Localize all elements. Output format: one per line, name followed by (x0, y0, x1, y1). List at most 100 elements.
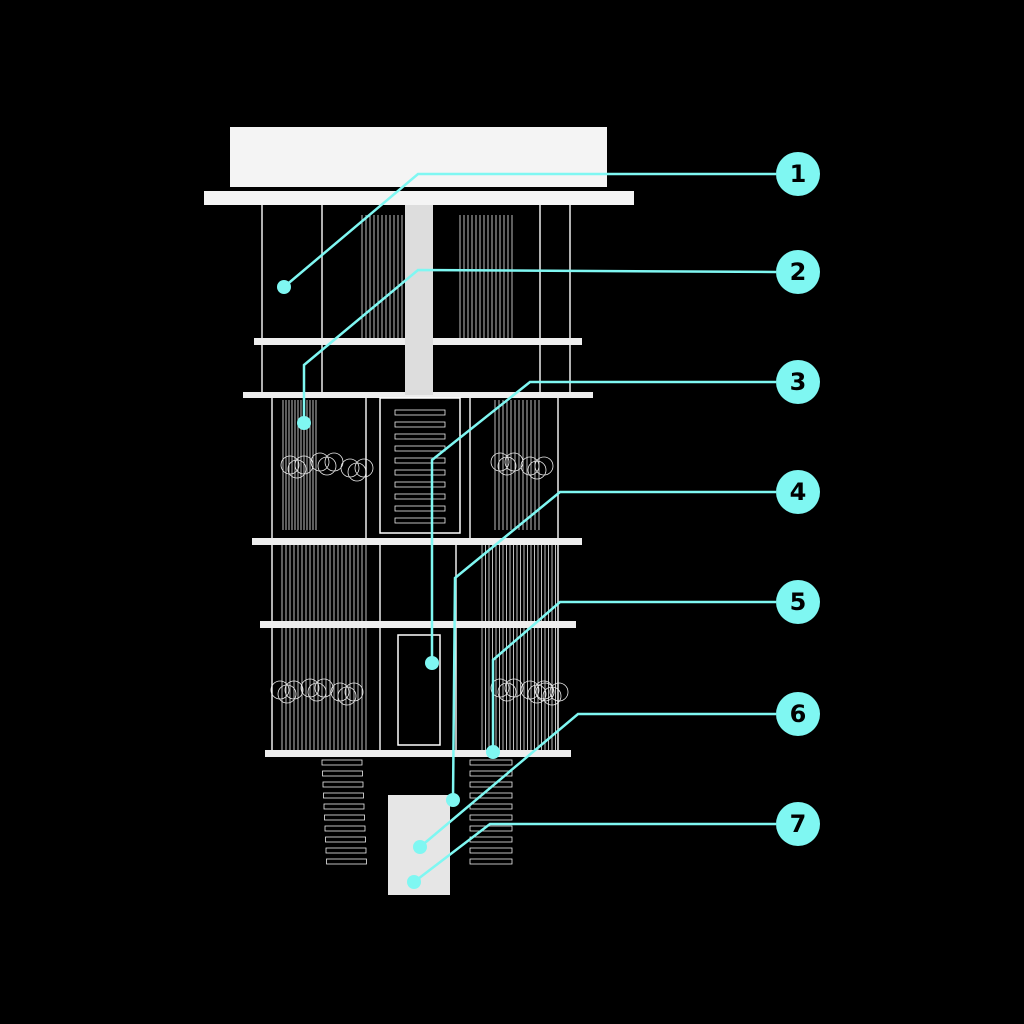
leader-line (419, 712, 776, 848)
callout-badge[interactable] (776, 250, 820, 294)
heat-exchanger-fin (394, 493, 446, 500)
callout-7: 7 (407, 802, 820, 889)
callout-target-dot (446, 793, 460, 807)
callout-target-dot (486, 745, 500, 759)
coil-loop (344, 682, 364, 702)
attenuator (322, 781, 364, 788)
leader-line (283, 172, 776, 288)
callout-number: 3 (790, 368, 807, 396)
coil-loop (340, 458, 360, 478)
attenuator (469, 836, 513, 843)
coil-loop (549, 682, 569, 702)
attenuator (325, 836, 366, 843)
coil-loop (497, 682, 517, 702)
coil-loop (270, 680, 290, 700)
attenuator (326, 858, 367, 865)
coil-loop (504, 452, 524, 472)
coil-loop (317, 456, 337, 476)
coil-loop (504, 678, 524, 698)
heat-exchanger-fin (394, 409, 446, 416)
coil-loop (287, 459, 307, 479)
heat-exchanger-fin (394, 457, 446, 464)
central-column (405, 205, 433, 395)
attenuator (323, 792, 364, 799)
coil-loop (347, 462, 367, 482)
heat-exchanger-fin (394, 505, 446, 512)
attenuator (469, 825, 513, 832)
coil-loop (542, 686, 562, 706)
coil-loop (310, 452, 330, 472)
callout-target-dot (277, 280, 291, 294)
callout-number: 2 (790, 258, 807, 286)
callout-6: 6 (413, 692, 820, 854)
coil-loop (534, 456, 554, 476)
plate-6 (265, 750, 571, 757)
coil-loop (354, 458, 374, 478)
callout-3: 3 (425, 360, 820, 670)
callout-target-dot (407, 875, 421, 889)
callouts: 1 2 3 4 5 6 7 (277, 152, 820, 889)
top-plate (204, 191, 634, 205)
attenuator (325, 847, 367, 854)
coil-loop (490, 678, 510, 698)
attenuator (323, 803, 365, 810)
callout-badge[interactable] (776, 470, 820, 514)
heat-exchanger-fin (394, 481, 446, 488)
leader-line (413, 822, 776, 883)
coil-loop (314, 678, 334, 698)
plate-4 (252, 538, 582, 545)
coil-loop (300, 678, 320, 698)
attenuator (469, 858, 513, 865)
coil-loop (527, 460, 547, 480)
callout-target-dot (297, 416, 311, 430)
heat-exchanger-fin (394, 433, 446, 440)
callout-badge[interactable] (776, 692, 820, 736)
callout-number: 6 (790, 700, 807, 728)
attenuator (324, 825, 366, 832)
callout-number: 7 (790, 810, 807, 838)
coil-loop (535, 682, 555, 702)
coil-loop (337, 686, 357, 706)
leader-line (491, 600, 776, 752)
coil-loop (520, 680, 540, 700)
callout-badge[interactable] (776, 802, 820, 846)
coil-loop (330, 682, 350, 702)
heat-exchanger-fin (394, 469, 446, 476)
coil-loop (527, 684, 547, 704)
callout-badge[interactable] (776, 152, 820, 196)
attenuator (469, 847, 513, 854)
heat-exchanger-fin (394, 445, 446, 452)
attenuator (321, 759, 363, 766)
coil-loops (270, 452, 569, 706)
coil-loop (534, 680, 554, 700)
leader-line (302, 268, 777, 423)
coil-loop (294, 455, 314, 475)
plate-5 (260, 621, 576, 628)
callout-2: 2 (297, 250, 820, 430)
coax-wiring (281, 215, 556, 865)
callout-number: 4 (790, 478, 807, 506)
callout-badge[interactable] (776, 580, 820, 624)
attenuator (469, 814, 513, 821)
callout-badge[interactable] (776, 360, 820, 404)
heat-exchanger-fin (394, 517, 446, 524)
coil-loop (497, 456, 517, 476)
callout-target-dot (413, 840, 427, 854)
callout-1: 1 (277, 152, 820, 294)
leader-line (451, 490, 776, 801)
attenuator (469, 803, 513, 810)
coil-loop (284, 680, 304, 700)
attenuator (322, 770, 363, 777)
coil-loop (324, 452, 344, 472)
top-mount-block (230, 127, 607, 187)
callout-5: 5 (486, 580, 820, 759)
coil-loop (520, 456, 540, 476)
callout-number: 5 (790, 588, 807, 616)
attenuator (324, 814, 365, 821)
callout-number: 1 (790, 160, 807, 188)
attenuator (469, 770, 513, 777)
mixing-chamber (379, 397, 461, 534)
coil-loop (307, 682, 327, 702)
coil-loop (277, 684, 297, 704)
